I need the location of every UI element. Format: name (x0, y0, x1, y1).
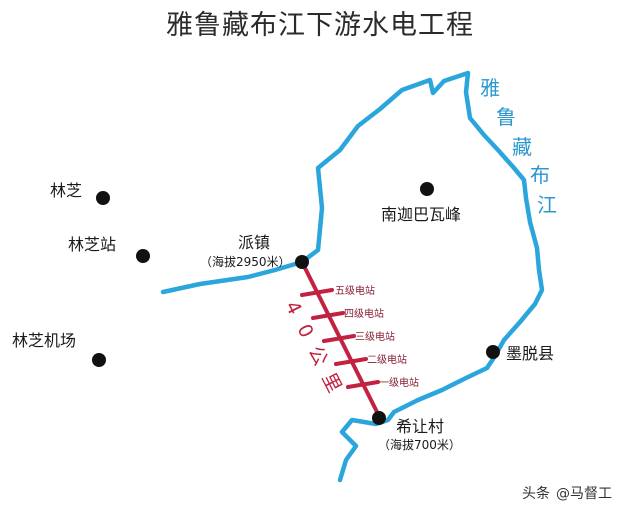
station-tick (322, 334, 356, 343)
station-labels: 五级电站 四级电站 三级电站 二级电站 一级电站 (335, 284, 419, 389)
river-name-char: 鲁 (496, 105, 516, 129)
station-label-3: 三级电站 (355, 330, 395, 343)
label-paizhen: 派镇 (238, 233, 270, 252)
marker-linzhi (96, 191, 110, 205)
river-name-char: 江 (537, 193, 557, 217)
station-tick (311, 311, 345, 320)
label-linzhi-airport: 林芝机场 (12, 331, 76, 350)
label-xirang-altitude: （海拔700米） (378, 437, 461, 452)
label-namjagbarwa: 南迦巴瓦峰 (381, 205, 461, 224)
station-tick (346, 380, 380, 389)
label-xirang: 希让村 (396, 417, 444, 436)
marker-linzhi-airport (92, 353, 106, 367)
distance-char: 0 (293, 321, 318, 342)
river-name-char: 藏 (512, 135, 532, 159)
distance-char: 公 (304, 343, 332, 370)
place-labels: 林芝 林芝站 林芝机场 南迦巴瓦峰 派镇 （海拔2950米） 墨脱县 希让村 （… (12, 181, 554, 452)
marker-paizhen (295, 255, 309, 269)
label-linzhi-station: 林芝站 (68, 235, 116, 254)
station-label-2: 二级电站 (367, 353, 407, 366)
marker-xirang (372, 411, 386, 425)
place-markers (92, 182, 500, 425)
station-label-1: 一级电站 (379, 376, 419, 389)
distance-char: 4 (281, 297, 306, 318)
hydropower-cascade (300, 260, 382, 420)
credit-handle: @马督工 (556, 486, 612, 502)
source-credit: 头条 @马督工 (522, 485, 612, 502)
station-label-5: 五级电站 (335, 284, 375, 297)
label-medog: 墨脱县 (506, 344, 554, 363)
river-name: 雅 鲁 藏 布 江 (480, 76, 557, 217)
credit-source: 头条 (522, 485, 550, 502)
marker-medog (486, 345, 500, 359)
marker-namjagbarwa (420, 182, 434, 196)
station-label-4: 四级电站 (344, 307, 384, 320)
station-tick (334, 357, 368, 366)
marker-linzhi-station (136, 249, 150, 263)
river-yarlung-tsangpo (160, 70, 545, 483)
river-name-char: 雅 (480, 76, 500, 100)
river-main-course (160, 70, 545, 483)
station-tick (300, 288, 334, 297)
distance-char: 里 (317, 369, 345, 396)
map-title: 雅鲁藏布江下游水电工程 (166, 10, 474, 41)
label-paizhen-altitude: （海拔2950米） (200, 254, 291, 269)
river-name-char: 布 (530, 163, 550, 187)
label-linzhi: 林芝 (50, 181, 82, 200)
